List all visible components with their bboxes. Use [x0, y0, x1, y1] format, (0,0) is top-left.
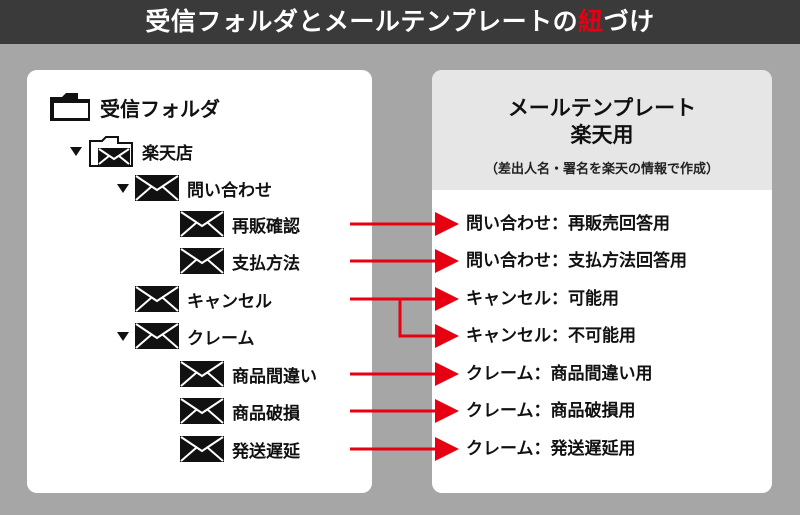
tree-broken-folder[interactable]: 商品破損 [180, 396, 300, 426]
envelope-icon [180, 361, 224, 387]
tree-claim-folder[interactable]: クレーム [117, 321, 255, 351]
envelope-icon [180, 211, 224, 237]
tree-defect-label: 商品間違い [232, 366, 317, 387]
envelope-icon [180, 398, 224, 424]
envelope-icon [135, 323, 179, 349]
diagram-title: 受信フォルダとメールテンプレートの紐づけ [0, 0, 800, 44]
envelope-icon [180, 436, 224, 462]
tree-cancel-label: キャンセル [187, 291, 272, 312]
envelope-icon [135, 286, 179, 312]
tree-root-inbox[interactable]: 受信フォルダ [48, 92, 220, 122]
tree-payment-folder[interactable]: 支払方法 [180, 246, 300, 276]
tree-delay-folder[interactable]: 発送遅延 [180, 434, 300, 464]
tree-claim-label: クレーム [187, 328, 255, 349]
expand-triangle-icon[interactable] [70, 146, 82, 156]
template-item[interactable]: キャンセル：可能用 [466, 289, 619, 309]
template-item[interactable]: クレーム：商品破損用 [466, 401, 636, 421]
template-panel-subtitle: （差出人名・署名を楽天の情報で作成） [484, 162, 719, 177]
tree-inquiry-label: 問い合わせ [187, 180, 272, 201]
title-suffix: づけ [603, 7, 655, 36]
template-panel-title: メールテンプレート [507, 96, 697, 120]
tree-shop-label: 楽天店 [142, 143, 193, 164]
template-item[interactable]: 問い合わせ：再販売回答用 [466, 214, 670, 234]
inbox-folder-panel [27, 70, 372, 493]
envelope-icon [180, 248, 224, 274]
tree-defect-folder[interactable]: 商品間違い [180, 359, 317, 389]
template-item[interactable]: キャンセル：不可能用 [466, 326, 636, 346]
template-item[interactable]: クレーム：発送遅延用 [466, 439, 636, 459]
tree-shop-folder[interactable]: 楽天店 [70, 136, 193, 167]
tree-resale-label: 再販確認 [232, 216, 300, 237]
envelope-icon [135, 175, 179, 201]
tree-delay-label: 発送遅延 [232, 441, 300, 462]
folder-icon [50, 93, 90, 121]
tree-resale-folder[interactable]: 再販確認 [180, 209, 300, 239]
expand-triangle-icon[interactable] [117, 183, 129, 193]
tree-cancel-folder[interactable]: キャンセル [135, 284, 272, 314]
template-item[interactable]: 問い合わせ：支払方法回答用 [466, 251, 687, 271]
template-panel-header: メールテンプレート 楽天用 （差出人名・署名を楽天の情報で作成） [432, 70, 772, 190]
title-accent: 紐 [578, 7, 604, 36]
tree-root-label: 受信フォルダ [100, 96, 220, 121]
template-item[interactable]: クレーム：商品間違い用 [466, 364, 653, 384]
expand-triangle-icon[interactable] [117, 331, 129, 341]
open-folder-envelope-icon [89, 136, 133, 167]
template-panel-title-shop: 楽天用 [570, 123, 634, 147]
template-panel: メールテンプレート 楽天用 （差出人名・署名を楽天の情報で作成） [432, 70, 772, 493]
tree-payment-label: 支払方法 [232, 253, 300, 274]
tree-inquiry-folder[interactable]: 問い合わせ [117, 173, 272, 203]
tree-broken-label: 商品破損 [232, 403, 300, 424]
title-prefix: 受信フォルダとメールテンプレートの [145, 7, 579, 36]
